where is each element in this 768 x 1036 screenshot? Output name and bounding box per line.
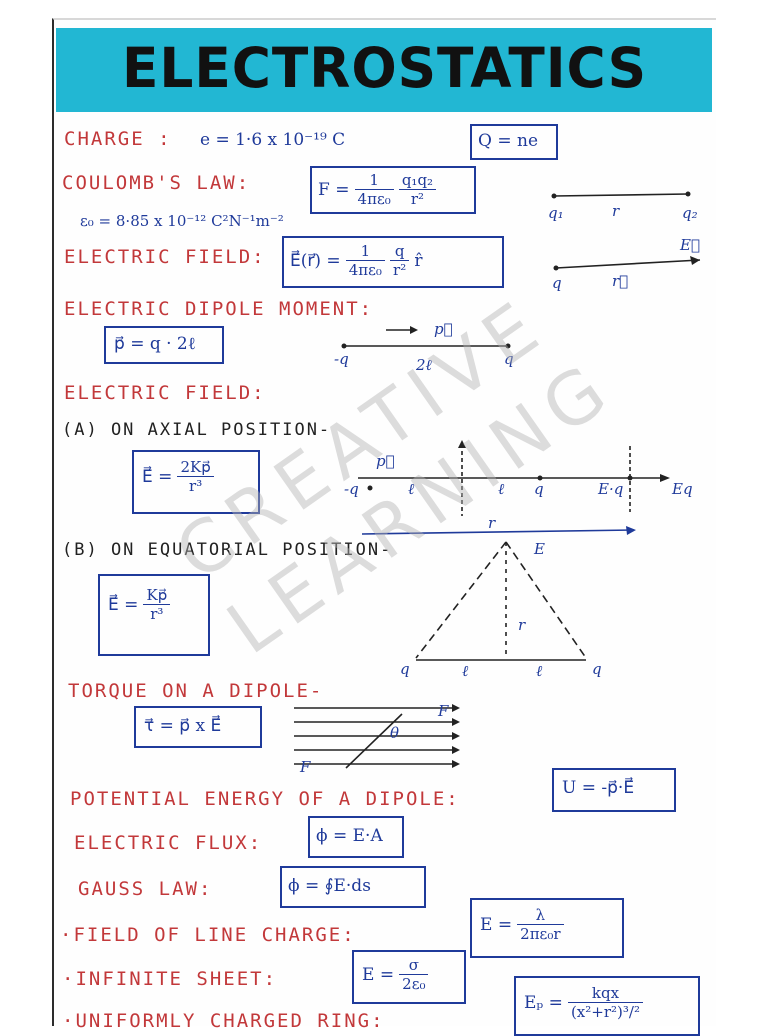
equatorial-diagram-e: E [533,540,545,558]
coulomb-diagram: q₁ r q₂ [548,191,698,222]
equatorial-diagram-l2: ℓ [536,662,542,680]
potential-box-formula: U = -p⃗·E⃗ [562,778,635,798]
field-label: ELECTRIC FIELD: [64,246,266,268]
potential-box: U = -p⃗·E⃗ [552,768,676,812]
axial-diagram-pos: q [534,480,544,498]
axial-lhs: E⃗ = [142,466,173,487]
axial-diagram-r: r [488,514,496,532]
torque-box: τ⃗ = p⃗ x E⃗ [134,706,262,748]
gauss-box: ϕ = ∮E·ds [280,866,426,908]
ring-box: Eₚ = kqx(x²+r²)³/² [514,976,700,1036]
axial-diagram-eq: Eq [671,480,693,498]
torque-label: TORQUE ON A DIPOLE- [68,680,324,702]
gauss-box-formula: ϕ = ∮E·ds [288,876,371,896]
axial-frac: 2Kp⃗r³ [177,458,214,495]
infinite-sheet-label: ·INFINITE SHEET: [62,968,278,990]
dipole-label: ELECTRIC DIPOLE MOMENT: [64,298,374,320]
charge-label: CHARGE : [64,128,172,150]
coulomb-lhs: F = [318,179,350,200]
equatorial-frac: Kp⃗r³ [143,586,171,623]
equatorial-diagram-l1: ℓ [462,662,468,680]
equatorial-label: (B) ON EQUATORIAL POSITION- [62,540,393,560]
equatorial-diagram-q2: q [592,660,602,678]
dipole-diagram-len: 2ℓ [415,356,432,374]
ring-lhs: Eₚ = [524,992,563,1013]
field-unit-vector: r̂ [414,250,423,271]
axial-diagram-e: E·q [597,480,623,498]
dipole-box-formula: p⃗ = q · 2ℓ [114,334,196,354]
charge-box-formula: Q = ne [478,131,538,151]
field2-label: ELECTRIC FIELD: [64,382,266,404]
potential-label: POTENTIAL ENERGY OF A DIPOLE: [70,788,460,810]
equatorial-lhs: E⃗ = [108,594,139,615]
field-lhs: E⃗(r⃗) = [290,250,341,271]
coulomb-label: COULOMB'S LAW: [62,172,251,194]
equatorial-diagram-r: r [518,616,526,634]
torque-diagram-f2: F [299,758,311,776]
dipole-box: p⃗ = q · 2ℓ [104,326,224,364]
dipole-diagram-p: p⃗ [434,320,453,338]
permittivity-constant: ε₀ = 8·85 x 10⁻¹² C²N⁻¹m⁻² [80,212,284,230]
coulomb-q2: q₂ [682,204,698,222]
infinite-sheet-lhs: E = [362,964,395,985]
dipole-diagram-pos: q [504,350,514,368]
equatorial-box: E⃗ = Kp⃗r³ [98,574,210,656]
axial-diagram: p⃗ -q ℓ ℓ q E·q Eq r [344,440,693,535]
axial-diagram-l1: ℓ [408,480,414,498]
line-charge-label: ·FIELD OF LINE CHARGE: [60,924,356,946]
axial-diagram-p: p⃗ [376,452,395,470]
flux-label: ELECTRIC FLUX: [74,832,263,854]
field-diagram: E⃗ q r⃗ [552,236,701,292]
dipole-diagram-neg: -q [334,350,349,368]
title-banner [56,28,712,112]
line-charge-lhs: E = [480,914,513,935]
page-title: ELECTROSTATICS [122,36,648,100]
notebook-page [52,18,716,1026]
axial-box: E⃗ = 2Kp⃗r³ [132,450,260,514]
field-diagram-q: q [552,274,562,292]
ring-frac: kqx(x²+r²)³/² [567,984,643,1021]
torque-diagram-f1: F [437,702,449,720]
flux-box: ϕ = E·A [308,816,404,858]
torque-diagram-angle: θ [390,724,399,742]
coulomb-q1: q₁ [548,204,564,222]
axial-label: (A) ON AXIAL POSITION- [62,420,332,440]
torque-diagram: F F θ [294,702,460,776]
dipole-diagram: p⃗ -q 2ℓ q [334,320,514,374]
coulomb-r: r [612,202,620,220]
axial-diagram-l2: ℓ [498,480,504,498]
field-diagram-e: E⃗ [679,236,700,254]
flux-box-formula: ϕ = E·A [316,826,383,846]
field-diagram-r: r⃗ [612,272,628,290]
ring-label: ·UNIFORMLY CHARGED RING: [62,1010,385,1032]
torque-box-formula: τ⃗ = p⃗ x E⃗ [144,716,222,736]
equatorial-diagram: E r q ℓ ℓ q [400,540,602,680]
equatorial-diagram-q1: q [400,660,410,678]
charge-formula: e = 1·6 x 10⁻¹⁹ C [200,130,346,150]
axial-diagram-neg: -q [344,480,359,498]
gauss-label: GAUSS LAW: [78,878,213,900]
charge-box: Q = ne [470,124,558,160]
